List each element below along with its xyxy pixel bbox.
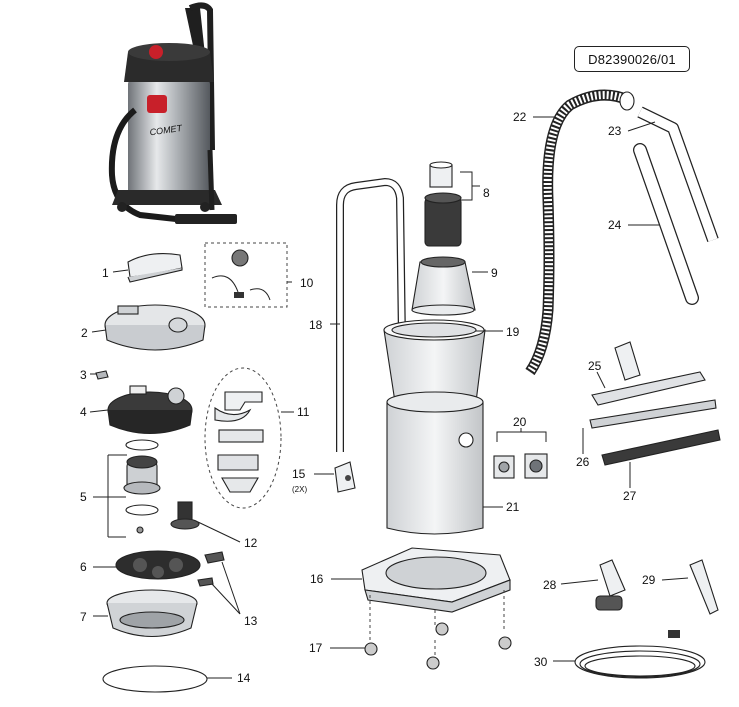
callout-9: 9: [491, 266, 498, 280]
callout-11: 11: [297, 405, 310, 419]
part-15-handle-bracket: [334, 461, 356, 493]
callout-27: 27: [623, 489, 637, 503]
callout-2: 2: [81, 326, 88, 340]
part-24-straight-tube: [633, 143, 699, 305]
part-11-seal-kit: [204, 367, 282, 509]
part-1-switch-cover: [127, 253, 183, 283]
callout-19: 19: [506, 325, 520, 339]
callout-16: 16: [310, 572, 324, 586]
part-27-brush-strip: [601, 429, 721, 466]
callout-5: 5: [80, 490, 87, 504]
callout-10: 10: [300, 276, 314, 290]
part-23-curved-tube: [637, 106, 719, 243]
callout-1: 1: [102, 266, 109, 280]
part-3-screw: [95, 370, 109, 380]
part-4-motor-support: [107, 385, 193, 435]
callout-3: 3: [80, 368, 87, 382]
callout-23: 23: [608, 124, 622, 138]
callout-28: 28: [543, 578, 557, 592]
product-photo-vacuum: COMET: [108, 2, 237, 224]
part-25-floor-nozzle: [591, 341, 706, 406]
callout-20: 20: [513, 415, 527, 429]
brand-label: COMET: [149, 123, 184, 138]
callout-7: 7: [80, 610, 87, 624]
part-17-casters: [364, 590, 512, 670]
part-29-crevice-tool: [689, 559, 719, 615]
callout-13: 13: [244, 614, 258, 628]
part-14-gasket: [102, 665, 208, 693]
part-18-handle: [336, 177, 406, 452]
callout-21: 21: [506, 500, 520, 514]
callout-6: 6: [80, 560, 87, 574]
part-30-power-cable: [574, 630, 706, 679]
callout-15-quantity: (2X): [292, 485, 307, 494]
part-8-filter-set: [424, 161, 462, 247]
callout-25: 25: [588, 359, 602, 373]
part-10-cable-kit: [204, 242, 288, 308]
leader-lines: [89, 116, 689, 679]
part-19-filter-basket: [383, 319, 486, 403]
callout-14: 14: [237, 671, 251, 685]
callout-24: 24: [608, 218, 622, 232]
callout-8: 8: [483, 186, 490, 200]
part-22-hose: [525, 89, 635, 376]
callout-30: 30: [534, 655, 548, 669]
part-16-trolley-base: [361, 547, 511, 613]
part-12-float-holder: [170, 501, 200, 530]
part-5-motor-kit: [123, 439, 161, 534]
part-9-cartridge-filter: [411, 256, 476, 316]
part-7-head-ring: [106, 589, 198, 638]
callout-4: 4: [80, 405, 87, 419]
part-13-clips: [197, 551, 225, 587]
callout-12: 12: [244, 536, 258, 550]
part-26-squeegee-strip: [589, 399, 717, 429]
callout-26: 26: [576, 455, 590, 469]
callout-29: 29: [642, 573, 656, 587]
callout-17: 17: [309, 641, 323, 655]
part-21-tank: [386, 391, 484, 535]
document-code-label: D82390026/01: [574, 46, 690, 72]
callout-15: 15: [292, 467, 306, 481]
part-2-motor-cover: [104, 304, 206, 351]
callout-22: 22: [513, 110, 527, 124]
part-28-brush-nozzle: [595, 559, 626, 611]
callout-18: 18: [309, 318, 323, 332]
callout-labels: 1 2 3 4 5 6 7 8 9 10 11 12 13 14 15 (2X)…: [80, 110, 656, 685]
part-6-filter-cage-plate: [115, 550, 201, 580]
part-20-caps: [493, 453, 548, 479]
